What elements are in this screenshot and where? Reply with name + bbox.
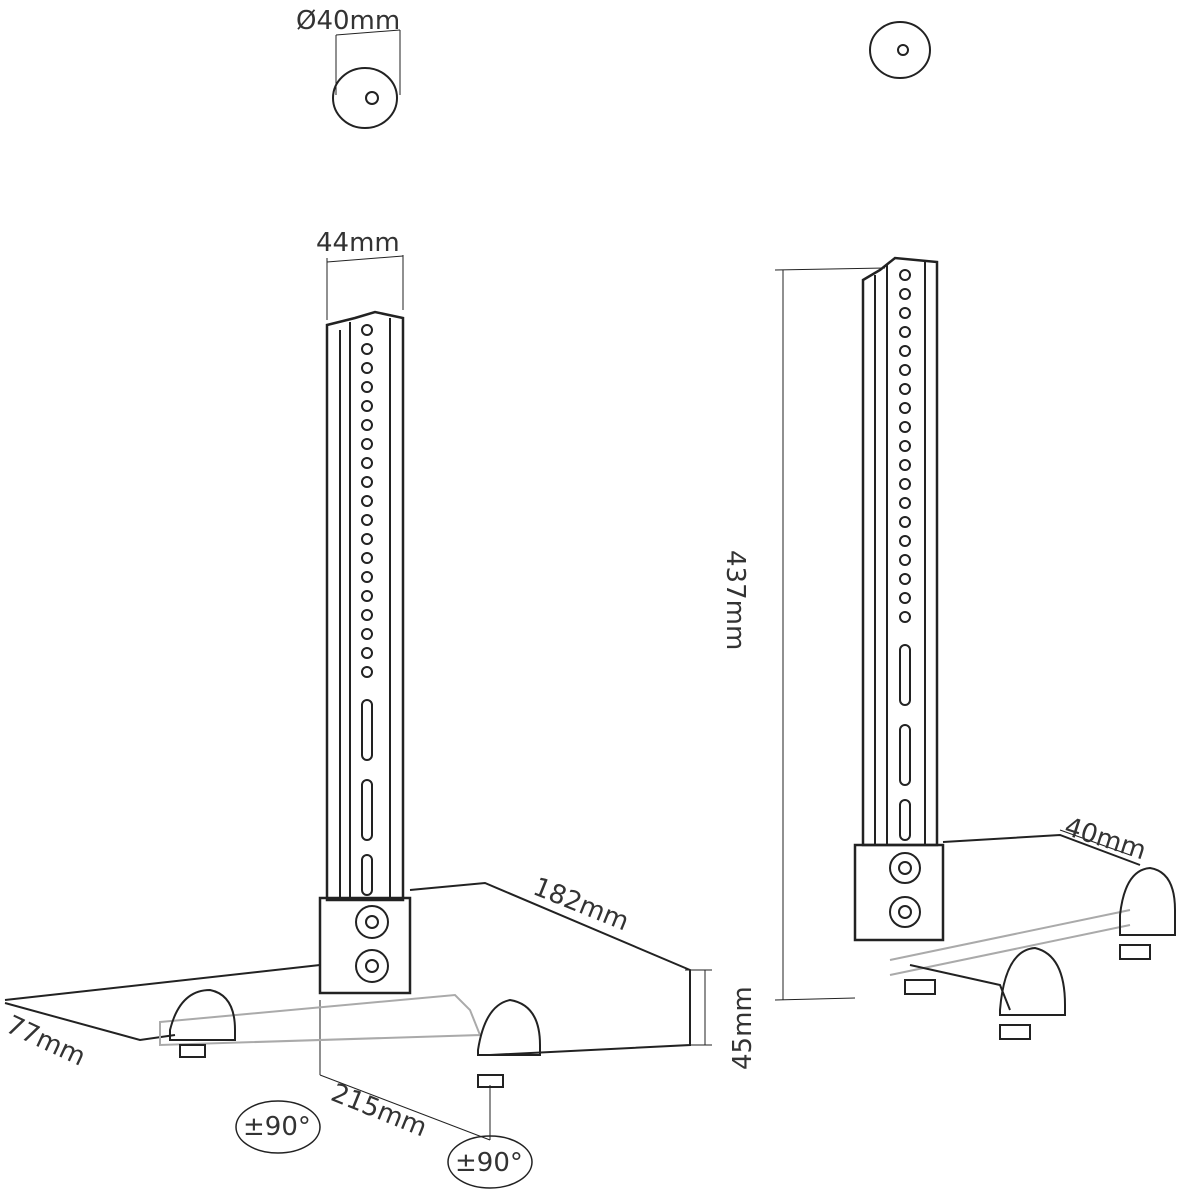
rotation-left-icon: [235, 1100, 321, 1154]
left-pole: [325, 255, 405, 902]
left-pole-holes: [361, 324, 373, 896]
rotation-right-icon: [447, 1135, 533, 1189]
right-pole-holes: [899, 269, 911, 841]
base-height-label: 45mm: [728, 986, 758, 1070]
rotation-right-label: ±90°: [455, 1148, 523, 1178]
right-base: [853, 829, 1176, 1040]
pole-width-label: 44mm: [316, 228, 400, 258]
right-pole: [861, 256, 939, 847]
left-base: [4, 881, 712, 1141]
rotation-left-label: ±90°: [243, 1112, 311, 1142]
height-label: 437mm: [720, 550, 750, 651]
left-disc-icon: [332, 29, 401, 129]
right-disc-icon: [869, 21, 931, 79]
disc-diameter-label: Ø40mm: [296, 6, 401, 36]
